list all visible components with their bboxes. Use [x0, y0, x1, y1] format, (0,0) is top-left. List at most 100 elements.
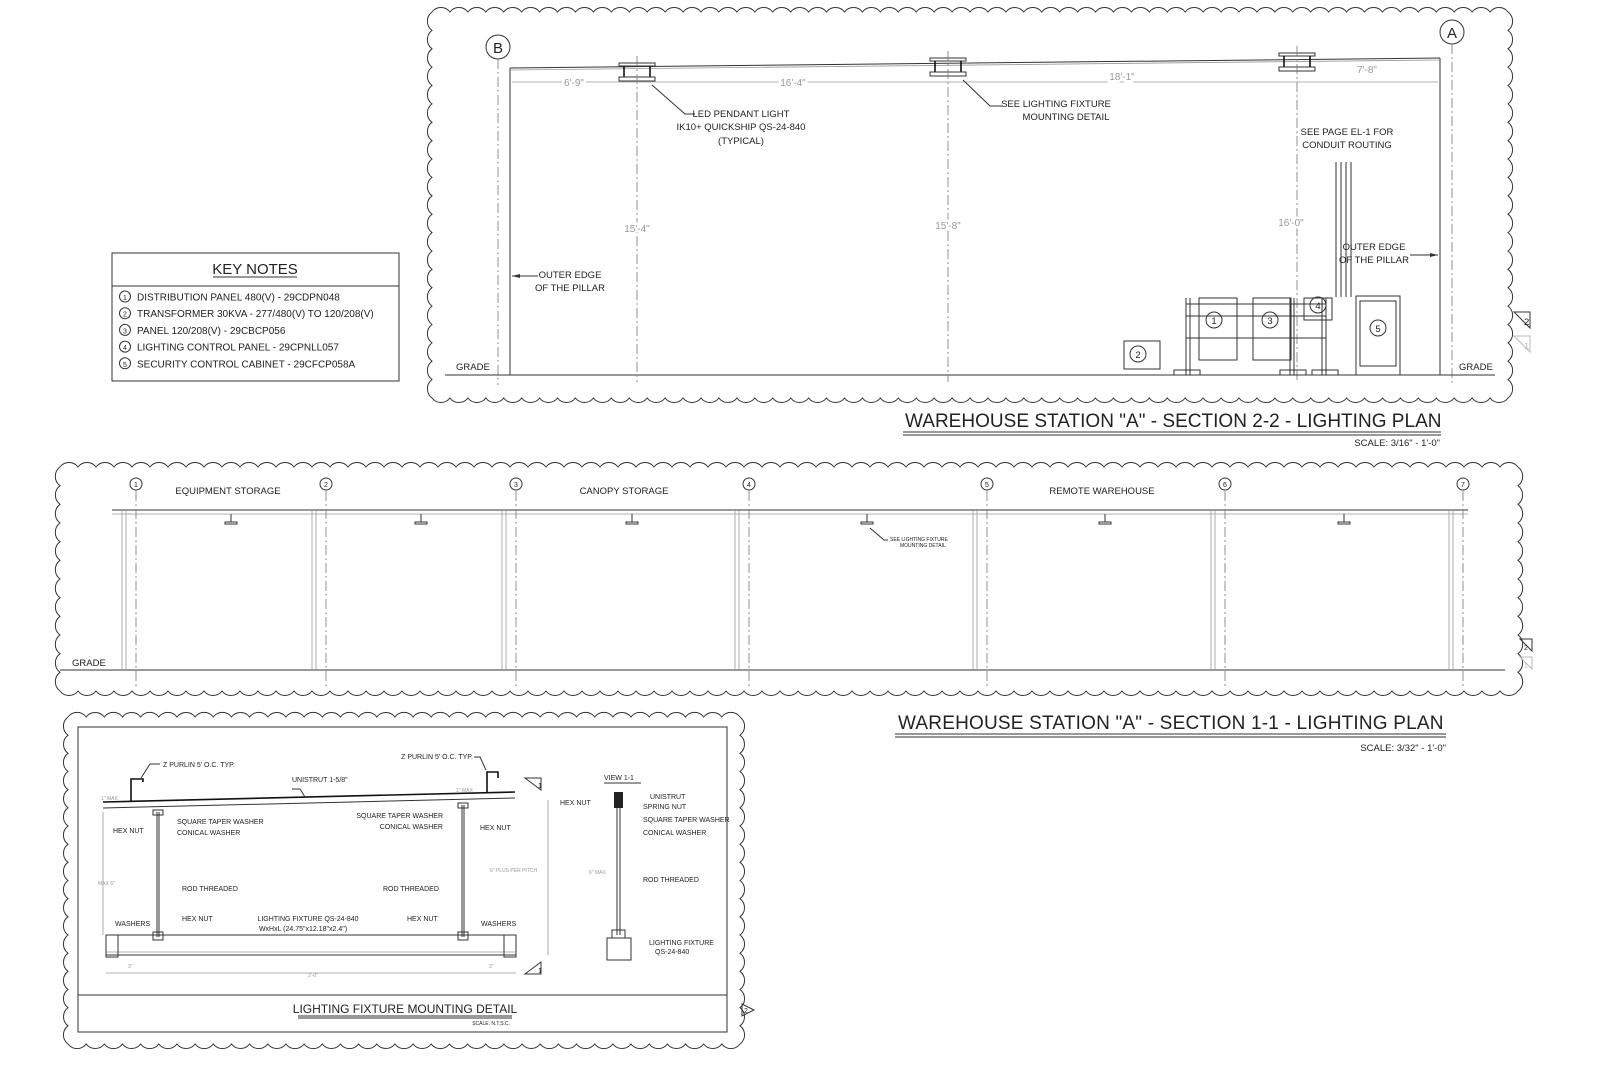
section-2-2: B A GRADE GRADE 6'-9" 16'-4" 18'-1" 7'-8…	[445, 19, 1531, 449]
grid-bubble	[1456, 477, 1470, 491]
revision-tag: 2	[1524, 645, 1528, 652]
section-mark: 1	[538, 968, 542, 975]
led-pendant-light	[224, 514, 238, 525]
revision-tag: 1	[1524, 341, 1529, 352]
dim-label: 3"	[489, 964, 494, 970]
grid-bubble	[980, 477, 994, 491]
mounting-detail: 1 1 Z PURLIN 5' O.C. TYP. Z PURLIN 5' O.…	[77, 726, 756, 1033]
section-1-1-title: WAREHOUSE STATION "A" - SECTION 1-1 - LI…	[898, 713, 1444, 734]
equipment-tag-circle	[1129, 345, 1147, 363]
revision-triangle	[1518, 656, 1533, 671]
label-z-purlin: Z PURLIN 5' O.C. TYP.	[401, 754, 473, 761]
dim-label: 1" MAX	[101, 796, 118, 802]
grid-label-a: A	[1447, 25, 1457, 42]
key-note-number-circle	[119, 307, 131, 320]
label-hex-nut: HEX NUT	[407, 916, 438, 923]
grid-label: 7	[1461, 482, 1465, 489]
label-unistrut: UNISTRUT 1-5/8"	[292, 777, 348, 784]
section-2-2-scale: SCALE: 3/16" - 1'-0"	[1354, 438, 1440, 449]
dim-label: 6'-9"	[564, 78, 584, 89]
key-note-number: 1	[123, 295, 127, 302]
detail-title: LIGHTING FIXTURE MOUNTING DETAIL	[293, 1002, 518, 1016]
label-conical-washer: CONICAL WASHER	[177, 830, 240, 837]
spring-nut	[614, 792, 623, 808]
key-notes-title: KEY NOTES	[212, 261, 298, 278]
equipment-rack	[1173, 298, 1339, 376]
note-conduit: CONDUIT ROUTING	[1302, 140, 1392, 151]
dim-label: 18'-1"	[1109, 72, 1135, 83]
label-square-taper-washer: SQUARE TAPER WASHER	[643, 817, 730, 824]
dim-label: 16'-4"	[780, 78, 806, 89]
equipment-tag-circle	[1205, 311, 1223, 329]
grid-label-b: B	[493, 40, 503, 57]
grade-label: GRADE	[1459, 362, 1493, 373]
view-1-1-title: VIEW 1-1	[604, 775, 634, 782]
label-hex-nut: HEX NUT	[113, 828, 144, 835]
key-note-text: PANEL 120/208(V) - 29CBCP056	[137, 326, 286, 337]
dim-label: 15'-4"	[624, 224, 650, 235]
key-note-text: TRANSFORMER 30KVA - 277/480(V) TO 120/20…	[137, 309, 374, 320]
equipment-tag: 4	[1315, 301, 1320, 312]
grid-bubble	[319, 477, 333, 491]
equipment-tag-circle	[1261, 311, 1279, 329]
led-pendant-light	[625, 514, 639, 525]
equipment-tag-circle	[1369, 319, 1387, 337]
revision-triangle	[1518, 638, 1533, 653]
grid-label: 4	[747, 482, 751, 489]
label-lighting-fixture: QS-24-840	[655, 949, 689, 956]
note-pillar: OF THE PILLAR	[535, 283, 605, 294]
revision-cloud-section-1-1	[54, 462, 1524, 696]
area-label-remote-warehouse: REMOTE WAREHOUSE	[1049, 486, 1154, 497]
dim-label: 6" MAX	[589, 870, 606, 876]
grid-bubble	[129, 477, 143, 491]
led-pendant-light	[414, 514, 428, 525]
distribution-panel	[1198, 297, 1238, 361]
label-conical-washer: CONICAL WASHER	[380, 824, 443, 831]
label-rod-threaded: ROD THREADED	[383, 886, 439, 893]
key-note-number: 4	[123, 345, 127, 352]
panel-120-208	[1252, 297, 1292, 361]
note-pillar: OUTER EDGE	[1343, 242, 1406, 253]
label-unistrut-spring-nut: UNISTRUT	[650, 794, 686, 801]
grid-label: 3	[514, 482, 518, 489]
label-hex-nut: HEX NUT	[182, 916, 213, 923]
label-lighting-fixture: WxHxL (24.75"x12.18"x2.4")	[259, 926, 347, 933]
led-pendant-light	[1098, 514, 1112, 525]
grid-bubble	[509, 477, 523, 491]
label-conical-washer: CONICAL WASHER	[643, 830, 706, 837]
dim-label: 1" MAX	[456, 788, 473, 794]
revision-triangle	[1512, 311, 1531, 330]
label-unistrut-spring-nut: SPRING NUT	[643, 804, 687, 811]
label-square-taper-washer: SQUARE TAPER WASHER	[177, 819, 264, 826]
note-pendant: IK10+ QUICKSHIP QS-24-840	[677, 122, 806, 133]
led-pendant-light	[618, 56, 656, 382]
label-z-purlin: Z PURLIN 5' O.C. TYP.	[163, 762, 235, 769]
area-label-canopy-storage: CANOPY STORAGE	[580, 486, 669, 497]
note-mounting: SEE LIGHTING FIXTURE	[890, 537, 948, 543]
led-pendant-light	[929, 51, 967, 382]
note-mounting: MOUNTING DETAIL	[900, 543, 946, 549]
lighting-control-panel	[1303, 297, 1333, 321]
revision-tag: 1	[1524, 663, 1528, 670]
dim-label: MAX 6"	[98, 881, 115, 887]
grid-label: 6	[1223, 482, 1227, 489]
grid-label: 5	[985, 482, 989, 489]
revision-tag: 2	[1524, 317, 1529, 328]
note-pendant: LED PENDANT LIGHT	[693, 109, 790, 120]
grid-label: 1	[134, 482, 138, 489]
led-pendant-light	[1337, 514, 1351, 525]
grid-bubble	[742, 477, 756, 491]
led-pendant-light	[860, 514, 874, 525]
label-washers: WASHERS	[115, 921, 150, 928]
revision-tag: 2	[744, 1008, 748, 1015]
key-note-number-circle	[119, 290, 131, 303]
note-mounting: SEE LIGHTING FIXTURE	[1001, 99, 1111, 110]
key-note-number-circle	[119, 340, 131, 353]
label-hex-nut: HEX NUT	[480, 825, 511, 832]
label-rod-threaded: ROD THREADED	[643, 877, 699, 884]
grade-label: GRADE	[72, 658, 106, 669]
note-mounting: MOUNTING DETAIL	[1023, 112, 1110, 123]
